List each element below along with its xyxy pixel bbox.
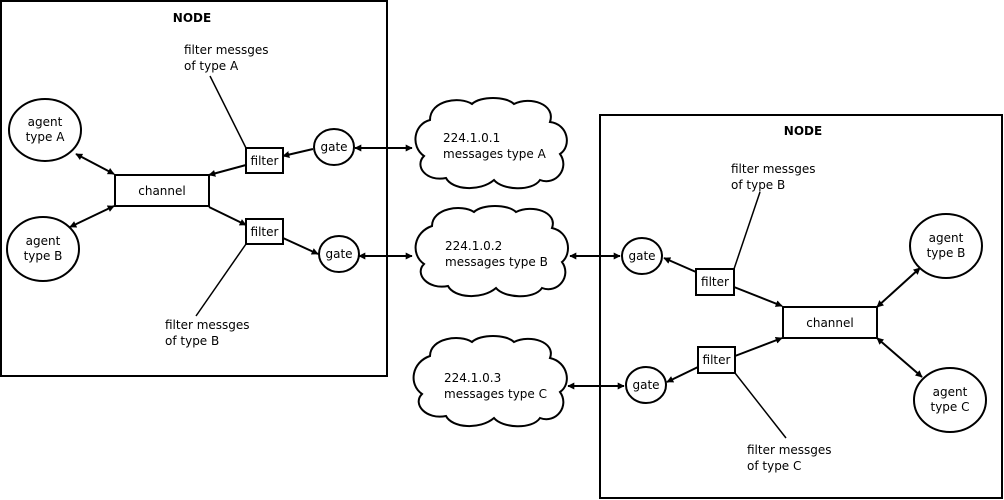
right-gate-top	[621, 237, 663, 275]
left-agent-type-a	[8, 98, 82, 162]
right-note-top-leader	[733, 191, 761, 270]
left-note-top-1: filter messges	[184, 43, 269, 57]
left-filter-bottom-to-gate-arrow	[282, 237, 319, 255]
left-filter-bottom	[245, 218, 284, 245]
left-filter-bottom-label: filter	[251, 225, 279, 239]
right-agent-c-label-1: agent	[933, 385, 968, 399]
left-channel-to-filter-bottom-arrow	[208, 206, 247, 226]
right-filter-top-label: filter	[701, 275, 729, 289]
right-channel	[782, 306, 878, 339]
right-agent-type-c	[913, 367, 987, 433]
left-filter-top-to-channel-arrow	[208, 164, 247, 177]
left-channel-label: channel	[138, 184, 185, 198]
right-note-top-2: of type B	[731, 178, 785, 192]
right-gate-top-label: gate	[628, 249, 655, 263]
right-agent-c-label-2: type C	[931, 400, 970, 414]
left-agent-type-b	[6, 216, 80, 282]
right-filter-bottom-to-gate-arrow	[666, 366, 699, 383]
left-agent-b-channel-arrow	[69, 205, 115, 228]
left-gate-bottom	[318, 235, 360, 273]
right-channel-agent-c-arrow	[876, 337, 923, 378]
right-node-title: NODE	[784, 124, 822, 138]
left-filter-top	[245, 147, 284, 174]
right-filter-top	[695, 268, 735, 296]
right-filter-top-to-channel-arrow	[733, 286, 783, 307]
right-channel-to-filter-bottom-arrow	[734, 336, 783, 357]
cloud-224-1-0-2	[414, 205, 569, 298]
left-filter-top-label: filter	[251, 154, 279, 168]
left-node-title: NODE	[173, 11, 211, 25]
right-agent-b-label-2: type B	[927, 246, 966, 260]
left-note-bottom-2: of type B	[165, 334, 219, 348]
right-channel-agent-b-arrow	[876, 267, 921, 308]
cloud-224-1-0-1	[414, 97, 568, 190]
left-gate-top	[313, 128, 355, 166]
left-node-box	[0, 0, 388, 377]
left-agent-b-label-2: type B	[24, 249, 63, 263]
cloud-a-label-2: messages type A	[443, 147, 547, 161]
left-note-bottom-leader	[195, 243, 247, 317]
right-gate-bottom-label: gate	[632, 378, 659, 392]
left-agent-a-label-1: agent	[28, 115, 63, 129]
left-note-top-leader	[209, 75, 247, 149]
cloud-c-label-2: messages type C	[444, 387, 547, 401]
cloud-b-label-1: 224.1.0.2	[445, 239, 502, 253]
right-agent-type-b	[909, 213, 983, 279]
cloud-a-label-1: 224.1.0.1	[443, 131, 500, 145]
left-channel	[114, 174, 210, 207]
cloud-224-1-0-3	[412, 335, 568, 428]
cloud-b-label-2: messages type B	[445, 255, 548, 269]
right-note-bottom-2: of type C	[747, 459, 801, 473]
left-agent-b-label-1: agent	[26, 234, 61, 248]
right-filter-bottom-label: filter	[703, 353, 731, 367]
left-note-top-2: of type A	[184, 59, 239, 73]
left-agent-a-channel-arrow	[75, 153, 115, 175]
right-filter-bottom	[697, 346, 736, 374]
right-note-top-1: filter messges	[731, 162, 816, 176]
left-gate-bottom-label: gate	[325, 247, 352, 261]
right-agent-b-label-1: agent	[929, 231, 964, 245]
right-node-box	[599, 114, 1003, 499]
right-note-bottom-leader	[734, 372, 787, 439]
right-gate-bottom	[625, 366, 667, 404]
left-gate-top-to-filter-arrow	[282, 148, 314, 158]
left-agent-a-label-2: type A	[26, 130, 66, 144]
right-channel-label: channel	[806, 316, 853, 330]
cloud-c-label-1: 224.1.0.3	[444, 371, 501, 385]
left-gate-top-label: gate	[320, 140, 347, 154]
right-filter-top-to-gate-arrow	[663, 257, 697, 273]
left-note-bottom-1: filter messges	[165, 318, 250, 332]
right-note-bottom-1: filter messges	[747, 443, 832, 457]
